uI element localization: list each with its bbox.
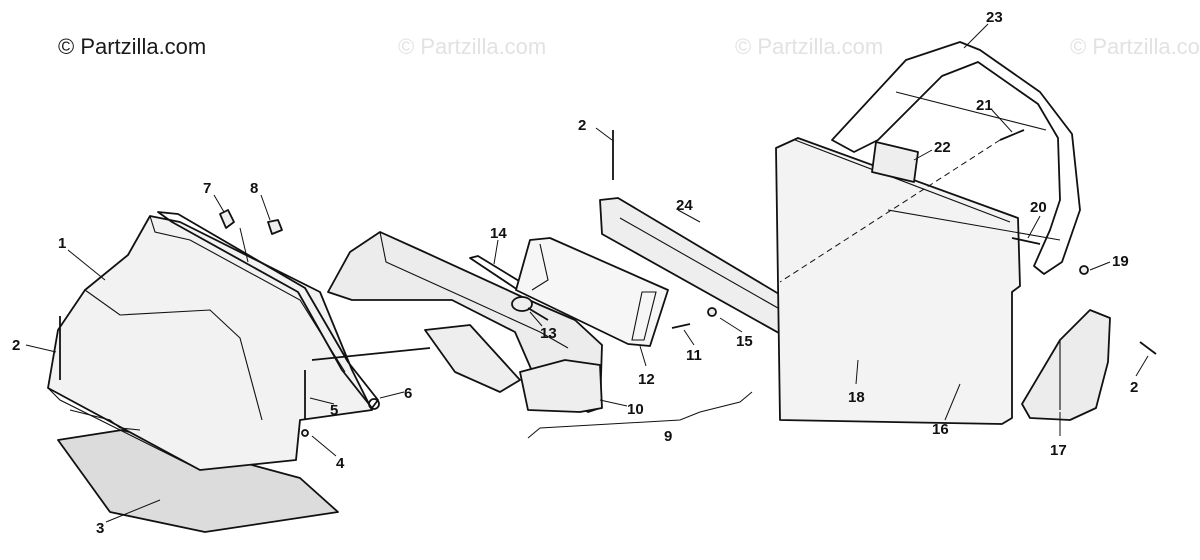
- part-6-trim-strip: [157, 211, 379, 409]
- callout-21: 21: [976, 97, 993, 114]
- part-10-bracket: [519, 359, 603, 413]
- linkage-rod: [311, 347, 431, 361]
- callout-2: 2: [1130, 379, 1138, 396]
- part-11-screw: [671, 323, 691, 329]
- part-20-bolt: [1011, 237, 1041, 245]
- part-21-bolt: [999, 129, 1025, 141]
- assembly-9-bracket: [527, 391, 753, 439]
- part-7-clip: [219, 209, 235, 229]
- part-4-nut: [301, 429, 309, 437]
- callout-14: 14: [490, 225, 507, 242]
- part-15-nut: [707, 307, 717, 317]
- part-13-bulb: [511, 296, 533, 312]
- callout-22: 22: [934, 139, 951, 156]
- watermark-faint: © Partzilla.com: [735, 34, 884, 59]
- callout-7: 7: [203, 180, 211, 197]
- callout-6: 6: [404, 385, 412, 402]
- part-2-bolt-right: [1139, 341, 1157, 355]
- callout-15: 15: [736, 333, 753, 350]
- callout-11: 11: [686, 347, 702, 364]
- callout-2: 2: [12, 337, 20, 354]
- callout-12: 12: [638, 371, 655, 388]
- callout-10: 10: [627, 401, 644, 418]
- callout-19: 19: [1112, 253, 1129, 270]
- part-12-lens: [515, 237, 669, 347]
- part-17-corner-bracket: [1021, 309, 1111, 421]
- part-22-decal: [871, 141, 919, 183]
- callout-23: 23: [986, 9, 1003, 26]
- callout-2: 2: [578, 117, 586, 134]
- callout-1: 1: [58, 235, 66, 252]
- callout-17: 17: [1050, 442, 1067, 459]
- callout-13: 13: [540, 325, 557, 342]
- part-3-base-pad: [57, 429, 339, 533]
- part-1-hood: [47, 215, 373, 471]
- callout-4: 4: [336, 455, 345, 472]
- watermark-faint: © Partzilla.com: [398, 34, 547, 59]
- watermark-faint: © Partzilla.com: [1070, 34, 1200, 59]
- part-16-plate: [775, 137, 1021, 425]
- callout-16: 16: [932, 421, 949, 438]
- callout-18: 18: [848, 389, 865, 406]
- callout-8: 8: [250, 180, 258, 197]
- watermark-main: © Partzilla.com: [58, 34, 207, 59]
- callout-24: 24: [676, 197, 693, 214]
- callout-20: 20: [1030, 199, 1047, 216]
- part-8-nut: [267, 219, 283, 235]
- callout-9: 9: [664, 428, 672, 445]
- part-23-bumper-frame: [831, 41, 1081, 275]
- callout-5: 5: [330, 402, 338, 419]
- part-19-nut: [1079, 265, 1089, 275]
- trim-end-cap: [368, 398, 380, 410]
- callout-3: 3: [96, 520, 104, 537]
